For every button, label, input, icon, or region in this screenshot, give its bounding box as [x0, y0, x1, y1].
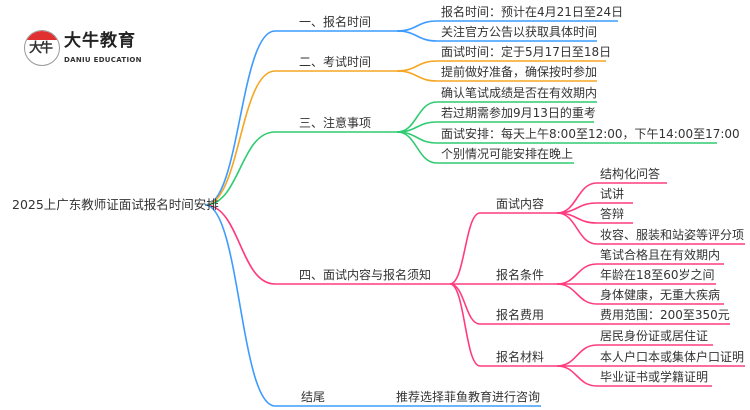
sub-branch-connector	[449, 283, 730, 325]
leaf-node[interactable]: 结构化问答	[600, 167, 661, 181]
leaf-connector	[556, 283, 724, 305]
branch-node-2[interactable]: 二、考试时间	[299, 55, 372, 69]
sub-branch-connector	[449, 212, 557, 285]
logo: 大牛 大牛教育 DANIU EDUCATION	[22, 28, 162, 72]
leaf-node[interactable]: 报名时间：预计在4月21日至24日	[441, 5, 624, 19]
leaf-connector	[396, 30, 597, 42]
leaf-node[interactable]: 试讲	[600, 187, 625, 201]
leaf-node[interactable]: 推荐选择菲鱼教育进行咨询	[396, 390, 541, 404]
branch-connector-2	[204, 70, 400, 206]
leaf-node[interactable]: 面试安排：每天上午8:00至12:00，下午14:00至17:00	[441, 127, 740, 141]
leaf-node[interactable]: 身体健康，无重大疾病	[600, 288, 721, 302]
leaf-node[interactable]: 确认笔试成绩是否在有效期内	[441, 86, 598, 100]
logo-mark: 大牛	[29, 41, 53, 56]
leaf-node[interactable]: 若过期需参加9月13日的重考	[441, 106, 596, 120]
root-node[interactable]: 2025上广东教师证面试报名时间安排	[12, 197, 219, 212]
leaf-connector	[556, 365, 712, 387]
leaf-connector	[556, 212, 745, 245]
leaf-connector	[396, 131, 574, 164]
leaf-node[interactable]: 本人户口本或集体户口证明	[600, 350, 745, 364]
sub-branch-node[interactable]: 面试内容	[496, 197, 545, 211]
leaf-node[interactable]: 毕业证书或学籍证明	[600, 370, 709, 384]
leaf-node[interactable]: 费用范围：200至350元	[600, 308, 730, 322]
leaf-node[interactable]: 居民身份证或居住证	[600, 329, 709, 343]
branch-node-4[interactable]: 四、面试内容与报名须知	[299, 268, 432, 282]
branch-connector-1	[204, 30, 400, 206]
logo-icon: 大牛	[24, 30, 60, 66]
branch-node-1[interactable]: 一、报名时间	[299, 15, 372, 29]
logo-name: 大牛教育	[64, 31, 136, 51]
leaf-connector	[396, 70, 597, 82]
sub-branch-connector	[449, 283, 557, 367]
leaf-node[interactable]: 提前做好准备，确保按时参加	[441, 65, 598, 79]
branch-connector-5	[204, 204, 541, 407]
sub-branch-node[interactable]: 报名条件	[496, 268, 545, 282]
branch-node-5[interactable]: 结尾	[301, 390, 326, 404]
branch-connector-4	[204, 204, 450, 285]
leaf-node[interactable]: 面试时间：定于5月17日至18日	[441, 45, 612, 59]
leaf-node[interactable]: 年龄在18至60岁之间	[600, 268, 715, 282]
logo-subtitle: DANIU EDUCATION	[64, 56, 142, 64]
sub-branch-node[interactable]: 报名费用	[496, 308, 545, 322]
leaf-node[interactable]: 关注官方公告以获取具体时间	[441, 25, 598, 39]
leaf-node[interactable]: 笔试合格且在有效期内	[600, 248, 721, 262]
branch-node-3[interactable]: 三、注意事项	[299, 116, 372, 130]
leaf-node[interactable]: 个别情况可能安排在晚上	[441, 147, 574, 161]
sub-branch-node[interactable]: 报名材料	[496, 350, 545, 364]
leaf-node[interactable]: 答辩	[600, 207, 625, 221]
branch-connector-3	[204, 131, 400, 206]
leaf-node[interactable]: 妆容、服装和站姿等评分项	[600, 228, 745, 242]
